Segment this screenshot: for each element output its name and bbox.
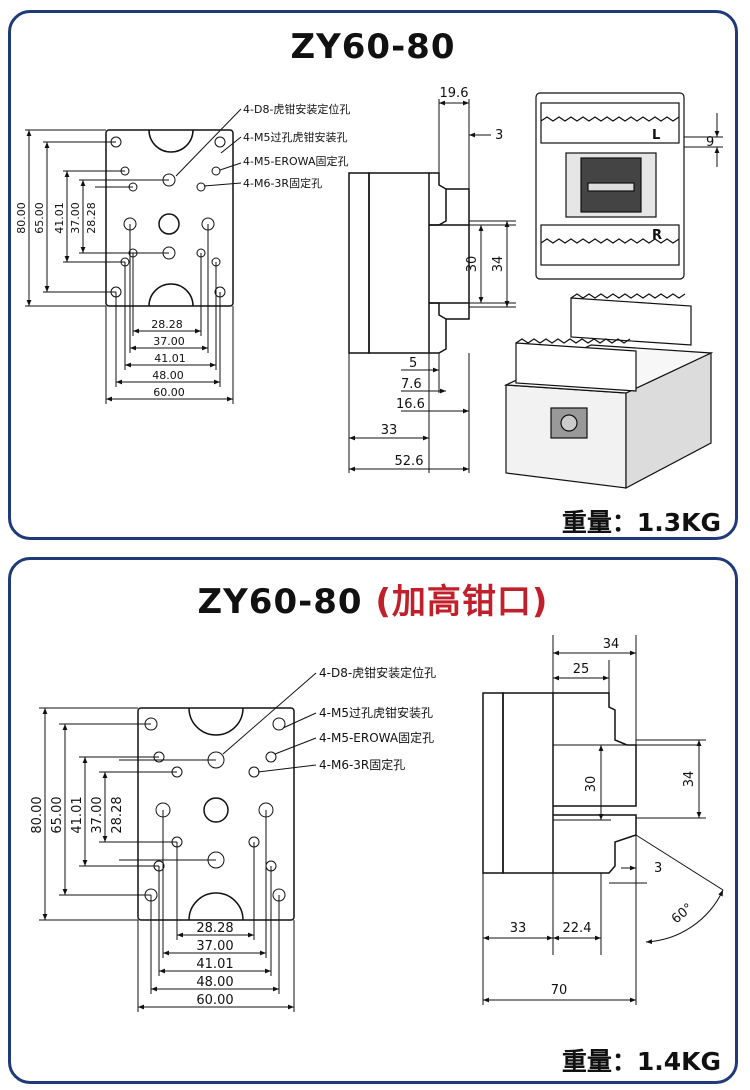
callout-d8: 4-D8-虎钳安装定位孔 xyxy=(243,102,350,116)
panel-standard-jaw: ZY60-80 重量：1.3KG xyxy=(8,10,738,540)
hdim-48: 48.00 xyxy=(152,369,184,382)
hdim-41: 41.01 xyxy=(154,352,186,365)
panel-raised-jaw: ZY60-80 (加高钳口) 重量：1.4KG xyxy=(8,557,738,1084)
vdim-80: 80.00 xyxy=(15,202,28,234)
hdim2-60: 60.00 xyxy=(196,993,233,1008)
top-view-body-raised xyxy=(137,707,295,921)
side2-dim-33: 33 xyxy=(510,921,527,936)
weight-label: 重量：1.3KG xyxy=(561,508,721,537)
iso-view xyxy=(503,293,714,489)
top-view-holes-raised xyxy=(144,717,286,902)
callout-m5-through: 4-M5过孔虎钳安装孔 xyxy=(243,130,347,144)
vdim-28: 28.28 xyxy=(85,202,98,234)
drawing-standard: 80.00 65.00 41.01 37.00 28.28 28.28 37.0… xyxy=(15,86,723,489)
side-dim-inner: 30 xyxy=(465,256,480,273)
vdim2-65: 65.00 xyxy=(50,796,65,833)
side2-dim-34-top: 34 xyxy=(603,637,620,652)
jaw-detail xyxy=(535,92,685,280)
callout2-d8: 4-D8-虎钳安装定位孔 xyxy=(319,665,436,680)
callout2-m5-through: 4-M5过孔虎钳安装孔 xyxy=(319,705,433,720)
side-dim-top: 19.6 xyxy=(440,86,469,101)
side2-dim-3: 3 xyxy=(654,861,662,876)
hdim-28: 28.28 xyxy=(151,318,183,331)
side-dim-52-6: 52.6 xyxy=(395,454,424,469)
side2-dim-22-4: 22.4 xyxy=(563,921,592,936)
callout-m6-3r: 4-M6-3R固定孔 xyxy=(243,176,322,190)
panel-title: ZY60-80 xyxy=(290,27,456,67)
side2-angle-60: 60° xyxy=(669,901,696,927)
side-dim-5: 5 xyxy=(409,356,417,371)
side2-dim-30: 30 xyxy=(584,776,599,793)
side2-dim-34: 34 xyxy=(682,771,697,788)
side-view xyxy=(348,172,470,354)
vdim2-28: 28.28 xyxy=(110,796,125,833)
vdim-37: 37.00 xyxy=(69,202,82,234)
panel-title-raised: ZY60-80 (加高钳口) xyxy=(197,582,549,622)
title-suffix: (加高钳口) xyxy=(375,582,549,622)
side-dim-7-6: 7.6 xyxy=(401,377,422,392)
hdim-60: 60.00 xyxy=(153,386,185,399)
side2-dim-25: 25 xyxy=(573,662,590,677)
callout2-m5-erowa: 4-M5-EROWA固定孔 xyxy=(319,730,434,745)
vdim-65: 65.00 xyxy=(33,202,46,234)
drawing-raised: 80.00 65.00 41.01 37.00 28.28 28.28 37.0… xyxy=(30,635,724,1012)
vdim2-41: 41.01 xyxy=(70,796,85,833)
hdim2-28: 28.28 xyxy=(196,921,233,936)
side-dim-33: 33 xyxy=(381,423,398,438)
jaw-label-r: R xyxy=(652,228,662,243)
jaw-label-l: L xyxy=(652,128,660,143)
weight-label-raised: 重量：1.4KG xyxy=(561,1047,721,1076)
side-dim-outer: 34 xyxy=(491,256,506,273)
side-dim-16-6: 16.6 xyxy=(396,397,425,412)
callout-m5-erowa: 4-M5-EROWA固定孔 xyxy=(243,154,348,168)
hdim2-48: 48.00 xyxy=(196,975,233,990)
top-view-body xyxy=(105,129,234,307)
jaw-dim-9: 9 xyxy=(706,135,714,150)
hdim2-41: 41.01 xyxy=(196,957,233,972)
vdim-41: 41.01 xyxy=(53,202,66,234)
hdim-37: 37.00 xyxy=(153,335,185,348)
side-view-raised xyxy=(482,692,637,874)
vdim2-37: 37.00 xyxy=(90,796,105,833)
vdim2-80: 80.00 xyxy=(30,796,45,833)
callout2-m6-3r: 4-M6-3R固定孔 xyxy=(319,757,405,772)
side2-dim-70: 70 xyxy=(551,983,568,998)
hdim2-37: 37.00 xyxy=(196,939,233,954)
side-dim-step: 3 xyxy=(495,128,503,143)
